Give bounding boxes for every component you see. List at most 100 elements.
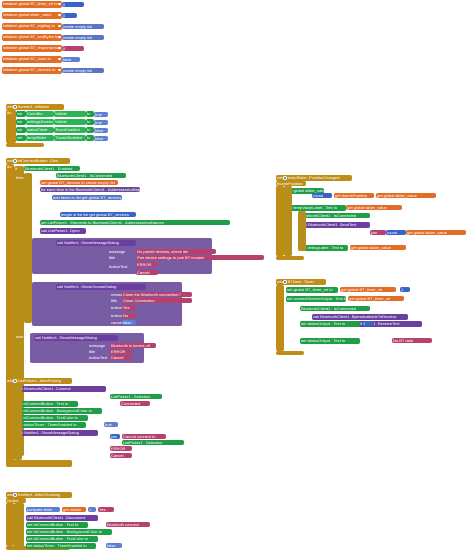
gear-icon[interactable] — [13, 493, 17, 497]
listpicker-row-11[interactable]: join — [110, 434, 120, 439]
btconnect-row-21[interactable]: Yes — [122, 305, 136, 310]
gear-icon[interactable] — [283, 176, 287, 180]
btconnect-row-11[interactable]: Pair device settings to pair BT module — [136, 255, 264, 260]
global-init-value-5[interactable]: false — [62, 57, 80, 62]
listpicker-row-7[interactable]: set statusTimer . TimerEnabled to — [16, 422, 86, 428]
btconnect-row-27[interactable]: message — [89, 343, 106, 348]
btconnect-row-23[interactable]: No — [122, 313, 136, 318]
listpicker-row-3[interactable]: set btConnectButton . Text to — [16, 401, 78, 407]
bttimer-row-12[interactable]: No BT data — [392, 338, 432, 343]
screen-set-comp-0[interactable]: ConnBtn — [26, 111, 54, 117]
screen-set-comp-1[interactable]: settingsScreen — [26, 119, 54, 125]
tempslider-row-9[interactable]: join — [370, 230, 386, 235]
screen-set-comp-2[interactable]: statusTimer — [26, 127, 54, 133]
tempslider-row-11[interactable]: get global slider_value — [406, 230, 466, 235]
btconnect-row-5[interactable]: set ListPicker1 . Elements to BluetoothC… — [40, 220, 230, 225]
tempslider-row-6[interactable]: BluetoothClient1 . IsConnected — [300, 213, 370, 218]
bttimer-row-9[interactable]: set statusOutput . Text to — [300, 321, 360, 327]
screen-set-prop-0[interactable]: Visible — [54, 111, 86, 117]
tempslider-row-8[interactable]: text — [355, 228, 362, 233]
btconnect-row-0[interactable]: BluetoothClient1 . IsConnected — [56, 173, 126, 178]
btconnect-row-2[interactable]: for each item in list BluetoothClient1 .… — [40, 187, 140, 192]
notifier-row-2[interactable]: = — [88, 507, 96, 512]
listpicker-row-13[interactable]: ListPicker1 . Selection — [122, 440, 184, 445]
listpicker-row-5[interactable]: set btConnectButton . BackgroundColor to — [16, 408, 102, 414]
btconnect-row-16[interactable]: message — [111, 292, 128, 297]
listpicker-row-0[interactable]: call BluetoothClient1 .Connect — [16, 386, 106, 392]
global-init-0[interactable]: initialize global BT_timer_ctr to — [2, 1, 62, 8]
btconnect-row-17[interactable]: Close the Bluetooth connection? — [122, 292, 192, 297]
screen-set-label-3[interactable]: set — [16, 135, 26, 141]
bt-enabled-getter[interactable]: BluetoothClient1 . Enabled — [24, 166, 80, 171]
tempslider-row-5[interactable]: get global slider_value — [346, 205, 402, 210]
btconnect-row-3[interactable]: add items to list get global BT_devices — [52, 195, 122, 200]
screen-set-comp-3[interactable]: tempSlider — [26, 135, 54, 141]
listpicker-row-1[interactable]: address — [87, 394, 102, 399]
global-init-value-4[interactable]: 0 — [62, 46, 84, 51]
screen-set-val-1[interactable]: true — [94, 119, 108, 125]
screen-set-prop-3[interactable]: ThumbEnabled — [54, 135, 86, 141]
btconnect-row-24[interactable]: cancelable — [111, 320, 131, 325]
btconnect-row-19[interactable]: Close Connection — [122, 298, 192, 303]
listpicker-row-9[interactable]: call Notifier1 .ShowMessageDialog — [16, 430, 98, 436]
screen-set-to-0[interactable]: to — [86, 111, 94, 117]
listpicker-row-16[interactable]: buttonText — [89, 453, 108, 458]
btconnect-row-7[interactable]: call Notifier1 .ShowMessageDialog — [56, 240, 136, 246]
notifier-row-8[interactable]: set btConnectButton . TextColor to — [26, 536, 98, 542]
global-init-value-0[interactable]: 0 — [62, 2, 84, 7]
tempslider-row-3[interactable]: get global slider_value — [376, 193, 436, 198]
btconnect-row-29[interactable]: title — [89, 349, 96, 354]
global-init-value-2[interactable]: create empty list — [62, 24, 104, 29]
btconnect-click-event[interactable]: when btConnectButton .Click — [6, 158, 70, 164]
gear-icon[interactable] — [283, 280, 287, 284]
notifier-event[interactable]: when Notifier1 .AfterChoosing — [6, 492, 72, 498]
tempslider-row-10[interactable]: round — [386, 230, 406, 235]
bttimer-row-8[interactable]: numberOfBytes — [431, 329, 459, 334]
screen-set-val-3[interactable]: false — [94, 135, 108, 141]
screen-initialize-event[interactable]: when Screen1 .Initialize — [6, 104, 64, 110]
listpicker-row-15[interactable]: ERROR — [110, 446, 132, 451]
btconnect-row-18[interactable]: title — [111, 298, 118, 303]
btconnect-row-25[interactable]: false — [122, 320, 136, 325]
tempslider-row-13[interactable]: get global slider_value — [350, 245, 406, 250]
screen-set-val-0[interactable]: true — [94, 111, 108, 117]
global-init-value-3[interactable]: create empty list — [62, 35, 104, 40]
screen-set-to-2[interactable]: to — [86, 127, 94, 133]
notifier-row-7[interactable]: set btConnectButton . BackgroundColor to — [26, 529, 112, 535]
notifier-row-0[interactable]: compare texts — [26, 507, 60, 512]
listpicker-event[interactable]: when ListPicker1 .AfterPicking — [6, 378, 72, 384]
global-init-value-6[interactable]: create empty list — [62, 68, 104, 73]
bttimer-row-4[interactable]: get global BT_timer_ctr — [348, 296, 404, 301]
listpicker-row-2[interactable]: ListPicker1 . Selection — [110, 394, 162, 399]
global-init-4[interactable]: initialize global BT_response to — [2, 45, 62, 52]
tempslider-row-7[interactable]: call BluetoothClient1 .SendText — [300, 222, 370, 228]
btconnect-row-22[interactable]: button2Text — [110, 313, 132, 318]
bttimer-event[interactable]: when BTtimer .Timer — [276, 279, 326, 285]
screen-set-label-0[interactable]: set — [16, 111, 26, 117]
listpicker-row-12[interactable]: Cannot connect to — [122, 434, 166, 439]
global-init-6[interactable]: initialize global BT_devices to — [2, 67, 62, 74]
bttimer-row-11[interactable]: set statusOutput . Text to — [300, 338, 360, 344]
bttimer-row-3[interactable]: set connectScreenOutput . Text to — [286, 296, 346, 302]
bttimer-row-2[interactable]: 1 — [400, 287, 410, 292]
listpicker-row-14[interactable]: title — [89, 446, 96, 451]
bttimer-row-10[interactable]: 1 — [362, 321, 374, 326]
global-init-2[interactable]: initialize global BT_stgMsg to — [2, 23, 62, 30]
screen-set-label-2[interactable]: set — [16, 127, 26, 133]
tempslider-row-0[interactable]: set global slider_value to — [286, 188, 324, 194]
tempslider-row-2[interactable]: get thumbPosition — [334, 193, 374, 198]
listpicker-row-17[interactable]: Cancel — [110, 453, 132, 458]
screen-set-prop-2[interactable]: TimerEnabled — [54, 127, 86, 133]
notifier-row-4[interactable]: call BluetoothClient1 .Disconnect — [26, 515, 98, 521]
tempslider-event[interactable]: when tempSlider .PositionChanged — [276, 175, 352, 181]
gear-icon[interactable] — [13, 105, 17, 109]
screen-set-to-1[interactable]: to — [86, 119, 94, 125]
screen-set-to-3[interactable]: to — [86, 135, 94, 141]
btconnect-row-32[interactable]: Cancel — [110, 355, 132, 360]
btconnect-row-6[interactable]: call ListPicker1 .Open — [40, 228, 86, 234]
notifier-row-6[interactable]: Bluetooth connect — [106, 522, 150, 527]
screen-set-label-1[interactable]: set — [16, 119, 26, 125]
notifier-row-9[interactable]: set statusTimer . TimerEnabled to — [26, 543, 96, 549]
notifier-row-10[interactable]: false — [106, 543, 122, 548]
btconnect-row-10[interactable]: title — [109, 255, 116, 260]
